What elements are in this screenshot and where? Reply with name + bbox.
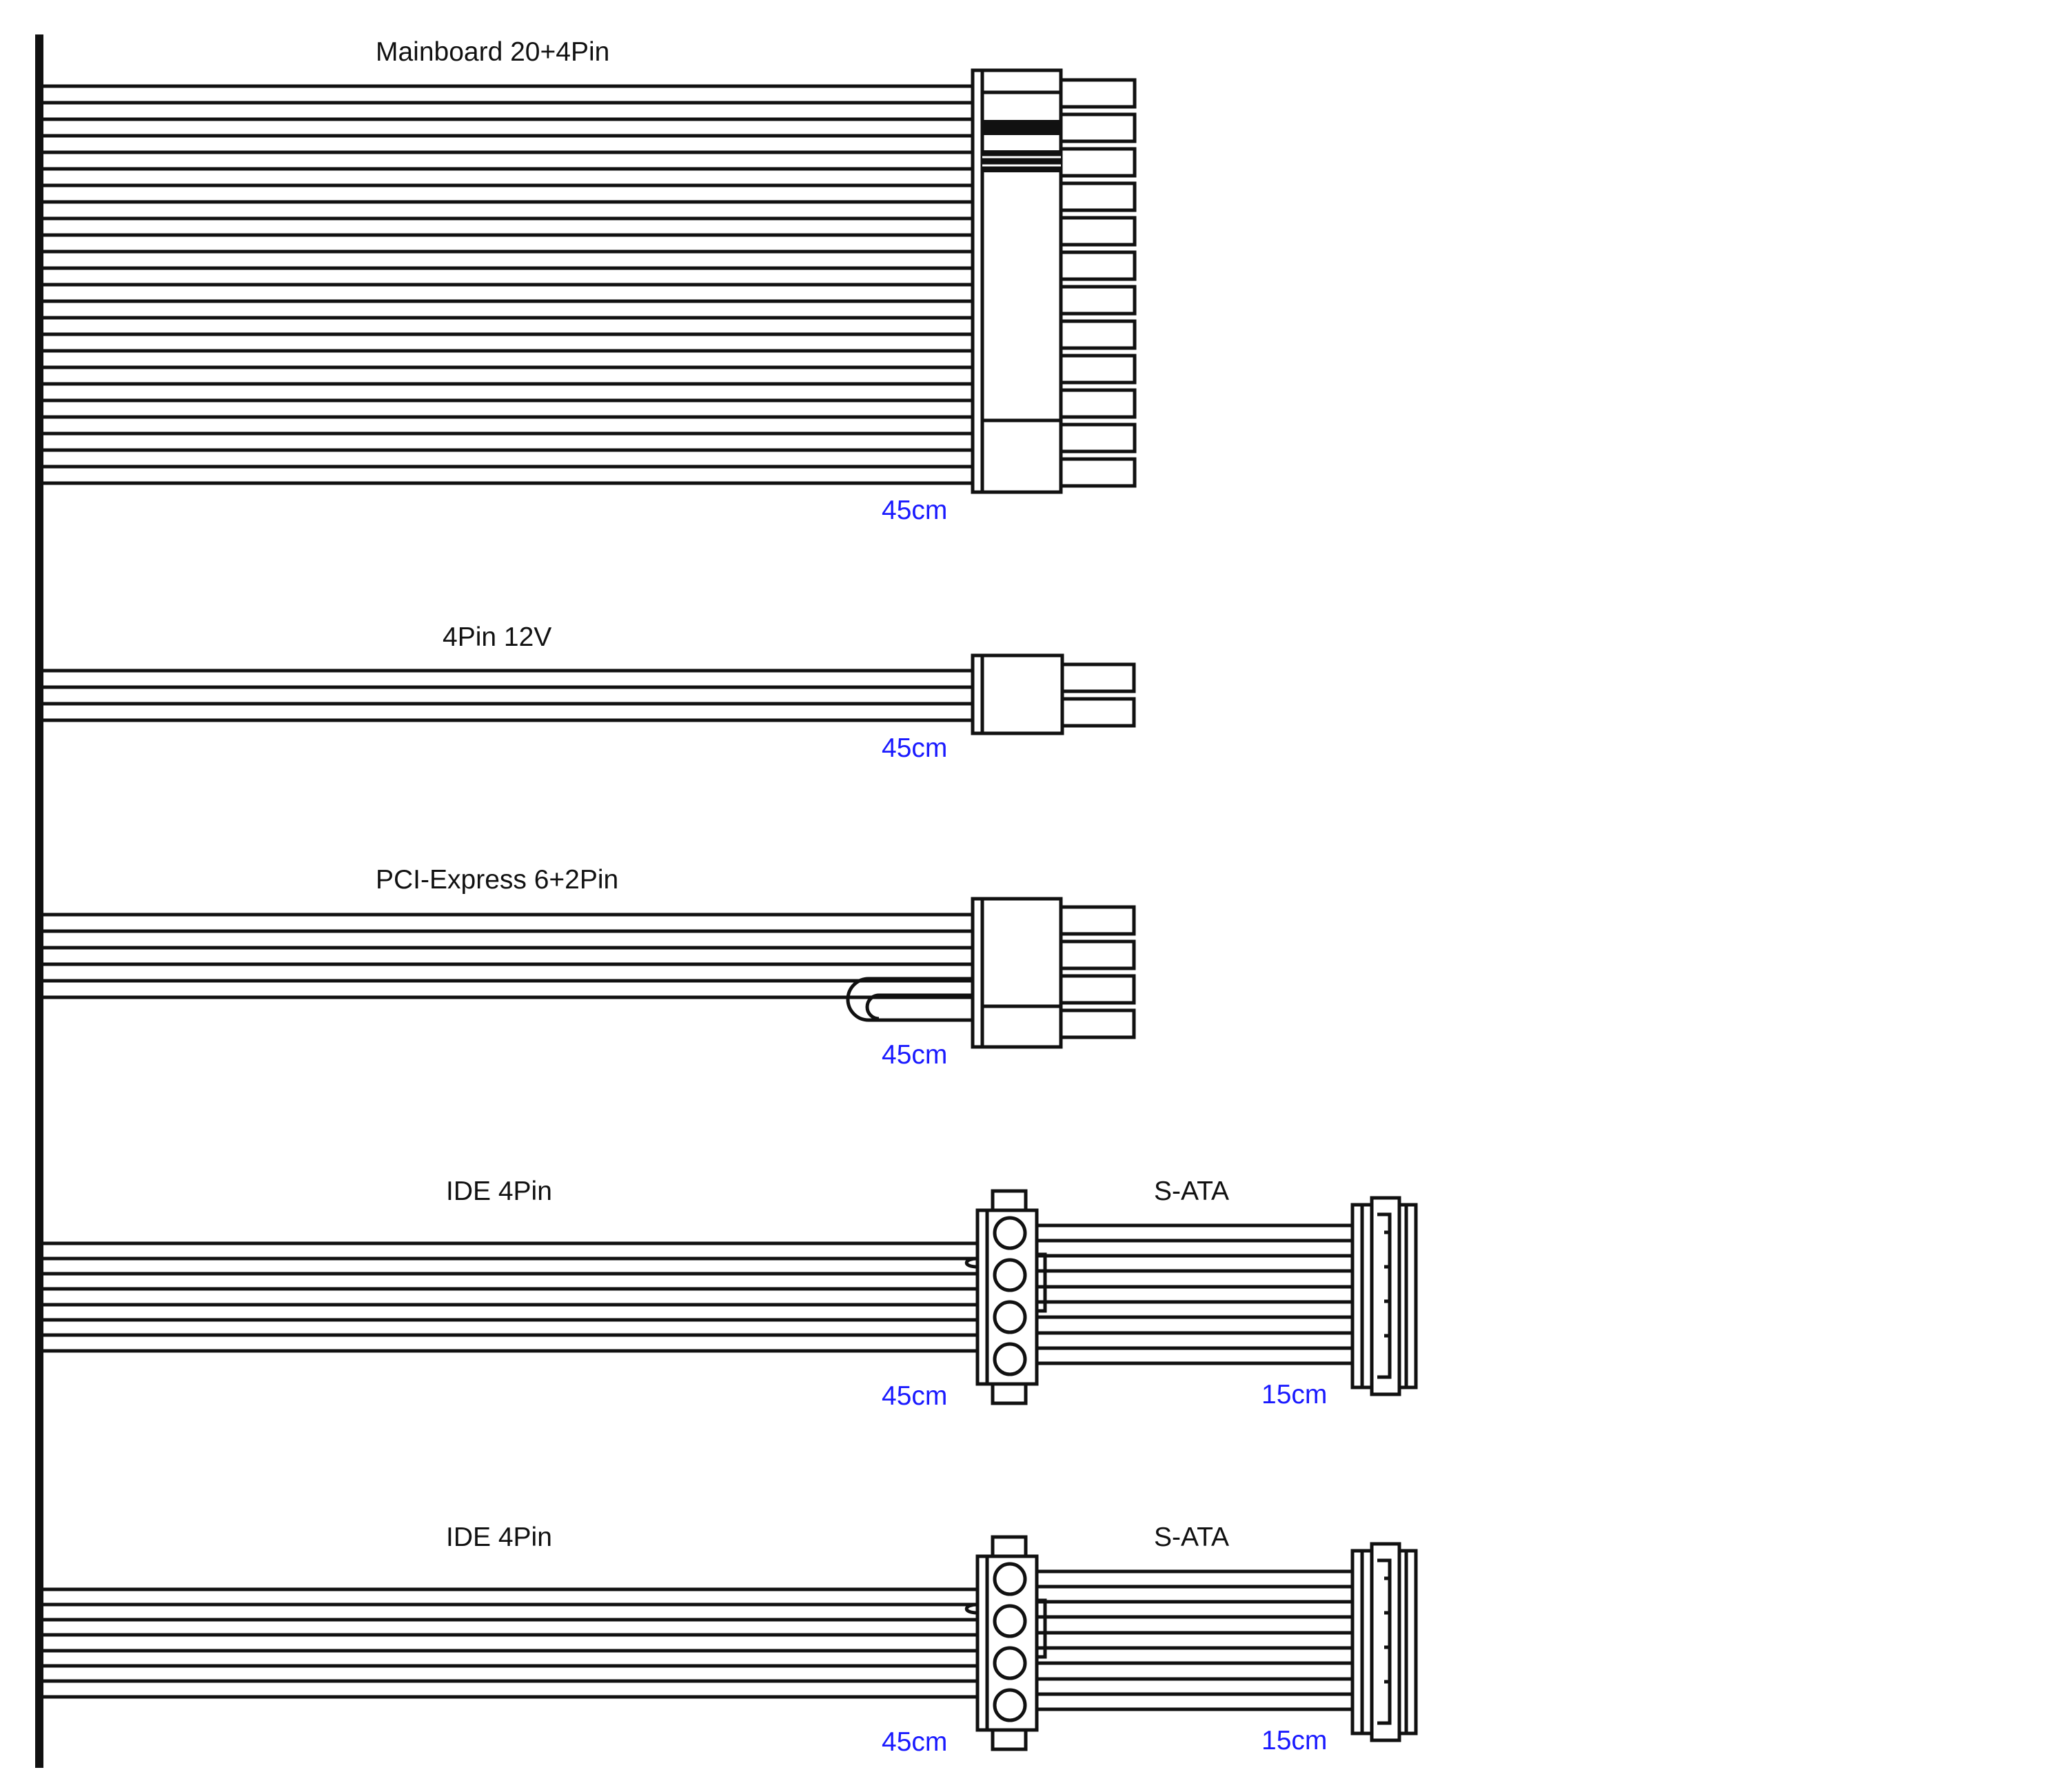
ide-wires: [41, 1587, 977, 1699]
cable-label-sata-2: S-ATA: [1154, 1523, 1230, 1552]
cable-label-ide-1: IDE 4Pin: [446, 1177, 552, 1206]
sata-extension-wires: [1037, 1223, 1352, 1365]
ide-wire-bend: [964, 1256, 978, 1269]
length-label-ide-1: 45cm: [882, 1381, 948, 1411]
pcie-wires: [41, 913, 973, 999]
pcie-2pin-loop-wires: [846, 977, 973, 1022]
length-label-sata-2: 15cm: [1261, 1726, 1328, 1755]
cable-label-sata-1: S-ATA: [1154, 1177, 1230, 1206]
mainboard-24pin-connector-icon: [971, 68, 1137, 494]
cable-ide-4pin-2: [41, 1535, 1418, 1751]
cable-ide-4pin-1: [41, 1189, 1418, 1405]
4pin-12v-connector-icon: [971, 653, 1136, 735]
length-label-4pin-12v: 45cm: [882, 733, 948, 763]
cable-pcie-6-2pin: [41, 897, 1136, 1049]
mainboard-wires: [41, 84, 973, 485]
molex-4pin-connector-icon: [975, 1535, 1047, 1751]
cable-label-ide-2: IDE 4Pin: [446, 1523, 552, 1552]
cable-4pin-12v: [41, 653, 1136, 735]
ide-wire-bend: [964, 1602, 978, 1615]
length-label-mainboard: 45cm: [882, 496, 948, 525]
ide-wires: [41, 1241, 977, 1353]
length-label-pcie: 45cm: [882, 1040, 948, 1070]
molex-4pin-connector-icon: [975, 1189, 1047, 1405]
4pin-12v-wires: [41, 669, 973, 722]
cable-label-pcie: PCI-Express 6+2Pin: [376, 865, 619, 895]
length-label-sata-1: 15cm: [1261, 1380, 1328, 1409]
sata-power-connector-icon: [1350, 1542, 1418, 1742]
length-label-ide-2: 45cm: [882, 1727, 948, 1757]
cable-label-4pin-12v: 4Pin 12V: [443, 622, 552, 652]
cable-mainboard-24pin: [41, 68, 1137, 494]
sata-extension-wires: [1037, 1569, 1352, 1711]
pcie-6-2pin-connector-icon: [971, 897, 1136, 1049]
cable-label-mainboard: Mainboard 20+4Pin: [376, 37, 610, 67]
sata-power-connector-icon: [1350, 1196, 1418, 1396]
